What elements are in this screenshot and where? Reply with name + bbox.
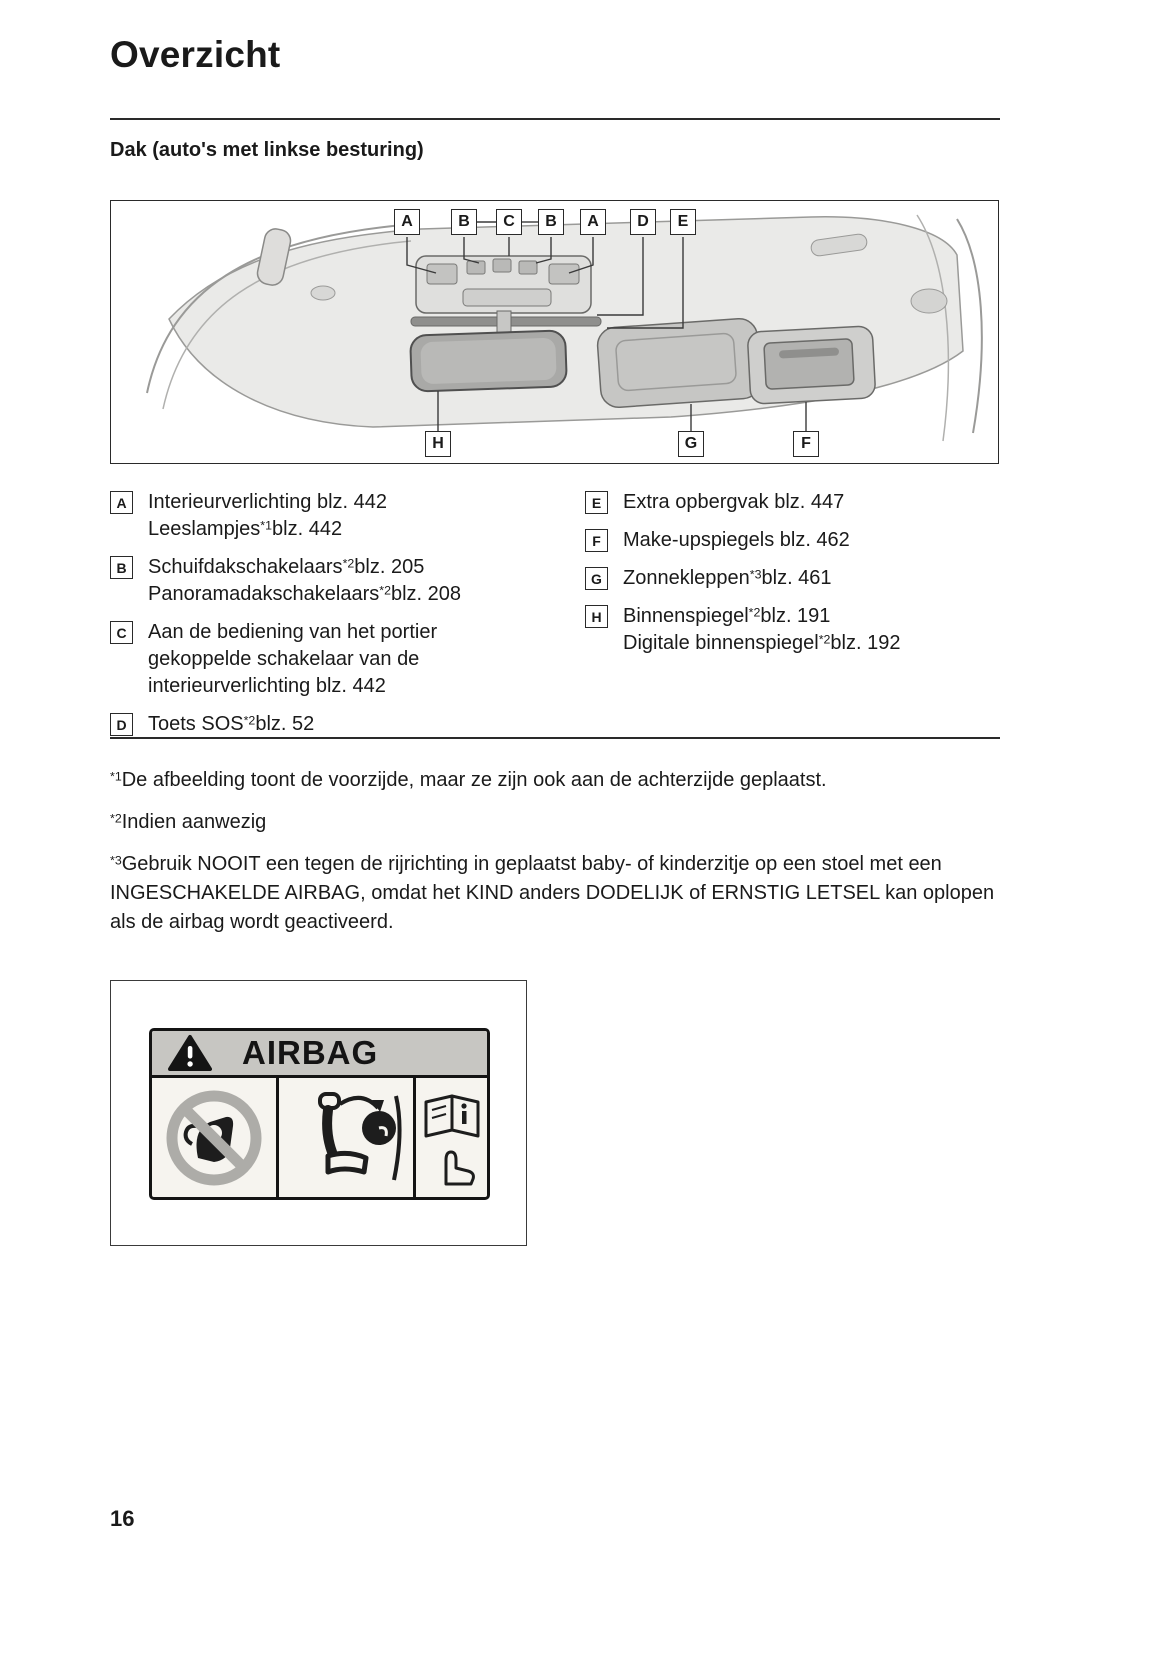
manual-book-icon bbox=[424, 1094, 480, 1185]
legend-right-column: E Extra opbergvak blz. 447 F Make-upspie… bbox=[585, 489, 999, 668]
airbag-warning-label: AIRBAG bbox=[149, 1028, 490, 1200]
airbag-label-body bbox=[152, 1078, 487, 1197]
legend-text: Interieurverlichting blz. 442 Leeslampje… bbox=[148, 491, 388, 540]
legend-item-a: A Interieurverlichting blz. 442 Leeslamp… bbox=[110, 489, 570, 543]
legend-text: Extra opbergvak blz. 447 bbox=[623, 491, 845, 513]
roof-trim bbox=[810, 233, 868, 257]
legend-item-e: E Extra opbergvak blz. 447 bbox=[585, 489, 999, 516]
page-title: Overzicht bbox=[110, 34, 281, 75]
vanity-mirror-visor bbox=[747, 325, 876, 405]
overhead-console bbox=[410, 255, 602, 327]
callout-c: C bbox=[496, 209, 522, 235]
windshield-edge bbox=[146, 224, 404, 394]
read-manual-panel bbox=[413, 1078, 487, 1197]
legend-text: Toets SOS*2blz. 52 bbox=[148, 713, 315, 735]
legend-left-column: A Interieurverlichting blz. 442 Leeslamp… bbox=[110, 489, 570, 749]
legend-letter-box: E bbox=[585, 491, 608, 514]
legend-letter-box: H bbox=[585, 605, 608, 628]
airbag-label-figure: AIRBAG bbox=[110, 980, 527, 1246]
legend-letter-box: B bbox=[110, 556, 133, 579]
roof-illustration bbox=[146, 214, 983, 442]
grab-handle bbox=[256, 228, 292, 286]
legend-letter-box: C bbox=[110, 621, 133, 644]
legend-text: Schuifdakschakelaars*2blz. 205 Panoramad… bbox=[148, 556, 462, 605]
door-frame-edge bbox=[956, 218, 983, 434]
legend-item-f: F Make-upspiegels blz. 462 bbox=[585, 527, 999, 554]
callout-e: E bbox=[670, 209, 696, 235]
footnote-1: *1De afbeelding toont de voorzijde, maar… bbox=[110, 769, 827, 791]
legend-text: Binnenspiegel*2blz. 191 Digitale binnens… bbox=[623, 605, 901, 654]
legend-item-h: H Binnenspiegel*2blz. 191 Digitale binne… bbox=[585, 603, 999, 657]
callout-g: G bbox=[678, 431, 704, 457]
warning-triangle-icon bbox=[168, 1035, 212, 1071]
no-child-seat-panel bbox=[152, 1078, 276, 1197]
legend-item-b: B Schuifdakschakelaars*2blz. 205 Panoram… bbox=[110, 554, 570, 608]
legend-letter-box: D bbox=[110, 713, 133, 736]
legend-letter-box: G bbox=[585, 567, 608, 590]
legend-letter-box: F bbox=[585, 529, 608, 552]
legend-item-d: D Toets SOS*2blz. 52 bbox=[110, 711, 570, 738]
leader-lines bbox=[406, 237, 807, 431]
prohibition-icon bbox=[166, 1090, 262, 1185]
legend-text: Zonnekleppen*3blz. 461 bbox=[623, 567, 832, 589]
callout-a1: A bbox=[394, 209, 420, 235]
airbag-label-title: AIRBAG bbox=[242, 1034, 379, 1071]
callout-a2: A bbox=[580, 209, 606, 235]
sun-visor bbox=[596, 317, 762, 409]
page-number: 16 bbox=[110, 1506, 135, 1531]
legend-letter-box: A bbox=[110, 491, 133, 514]
legend-text: Make-upspiegels blz. 462 bbox=[623, 529, 850, 551]
footnote-3: *3Gebruik NOOIT een tegen de rijrichting… bbox=[110, 853, 995, 933]
roof-diagram-figure: A B C B A D E H G F bbox=[110, 200, 999, 464]
legend-item-g: G Zonnekleppen*3blz. 461 bbox=[585, 565, 999, 592]
callout-d: D bbox=[630, 209, 656, 235]
legend-text: Aan de bediening van het portier gekoppe… bbox=[148, 621, 438, 697]
callout-b1: B bbox=[451, 209, 477, 235]
callout-h: H bbox=[425, 431, 451, 457]
airbag-deploy-icon bbox=[318, 1091, 402, 1180]
footnotes: *1De afbeelding toont de voorzijde, maar… bbox=[110, 766, 1015, 950]
legend-item-c: C Aan de bediening van het portier gekop… bbox=[110, 619, 570, 700]
airbag-deploy-panel bbox=[275, 1078, 413, 1197]
rearview-mirror bbox=[409, 310, 568, 393]
airbag-label-header: AIRBAG bbox=[152, 1031, 487, 1078]
section-heading: Dak (auto's met linkse besturing) bbox=[110, 139, 424, 161]
legend-divider bbox=[110, 737, 1000, 739]
callout-b2: B bbox=[538, 209, 564, 235]
footnote-2: *2Indien aanwezig bbox=[110, 811, 267, 833]
callout-f: F bbox=[793, 431, 819, 457]
title-divider bbox=[110, 118, 1000, 120]
